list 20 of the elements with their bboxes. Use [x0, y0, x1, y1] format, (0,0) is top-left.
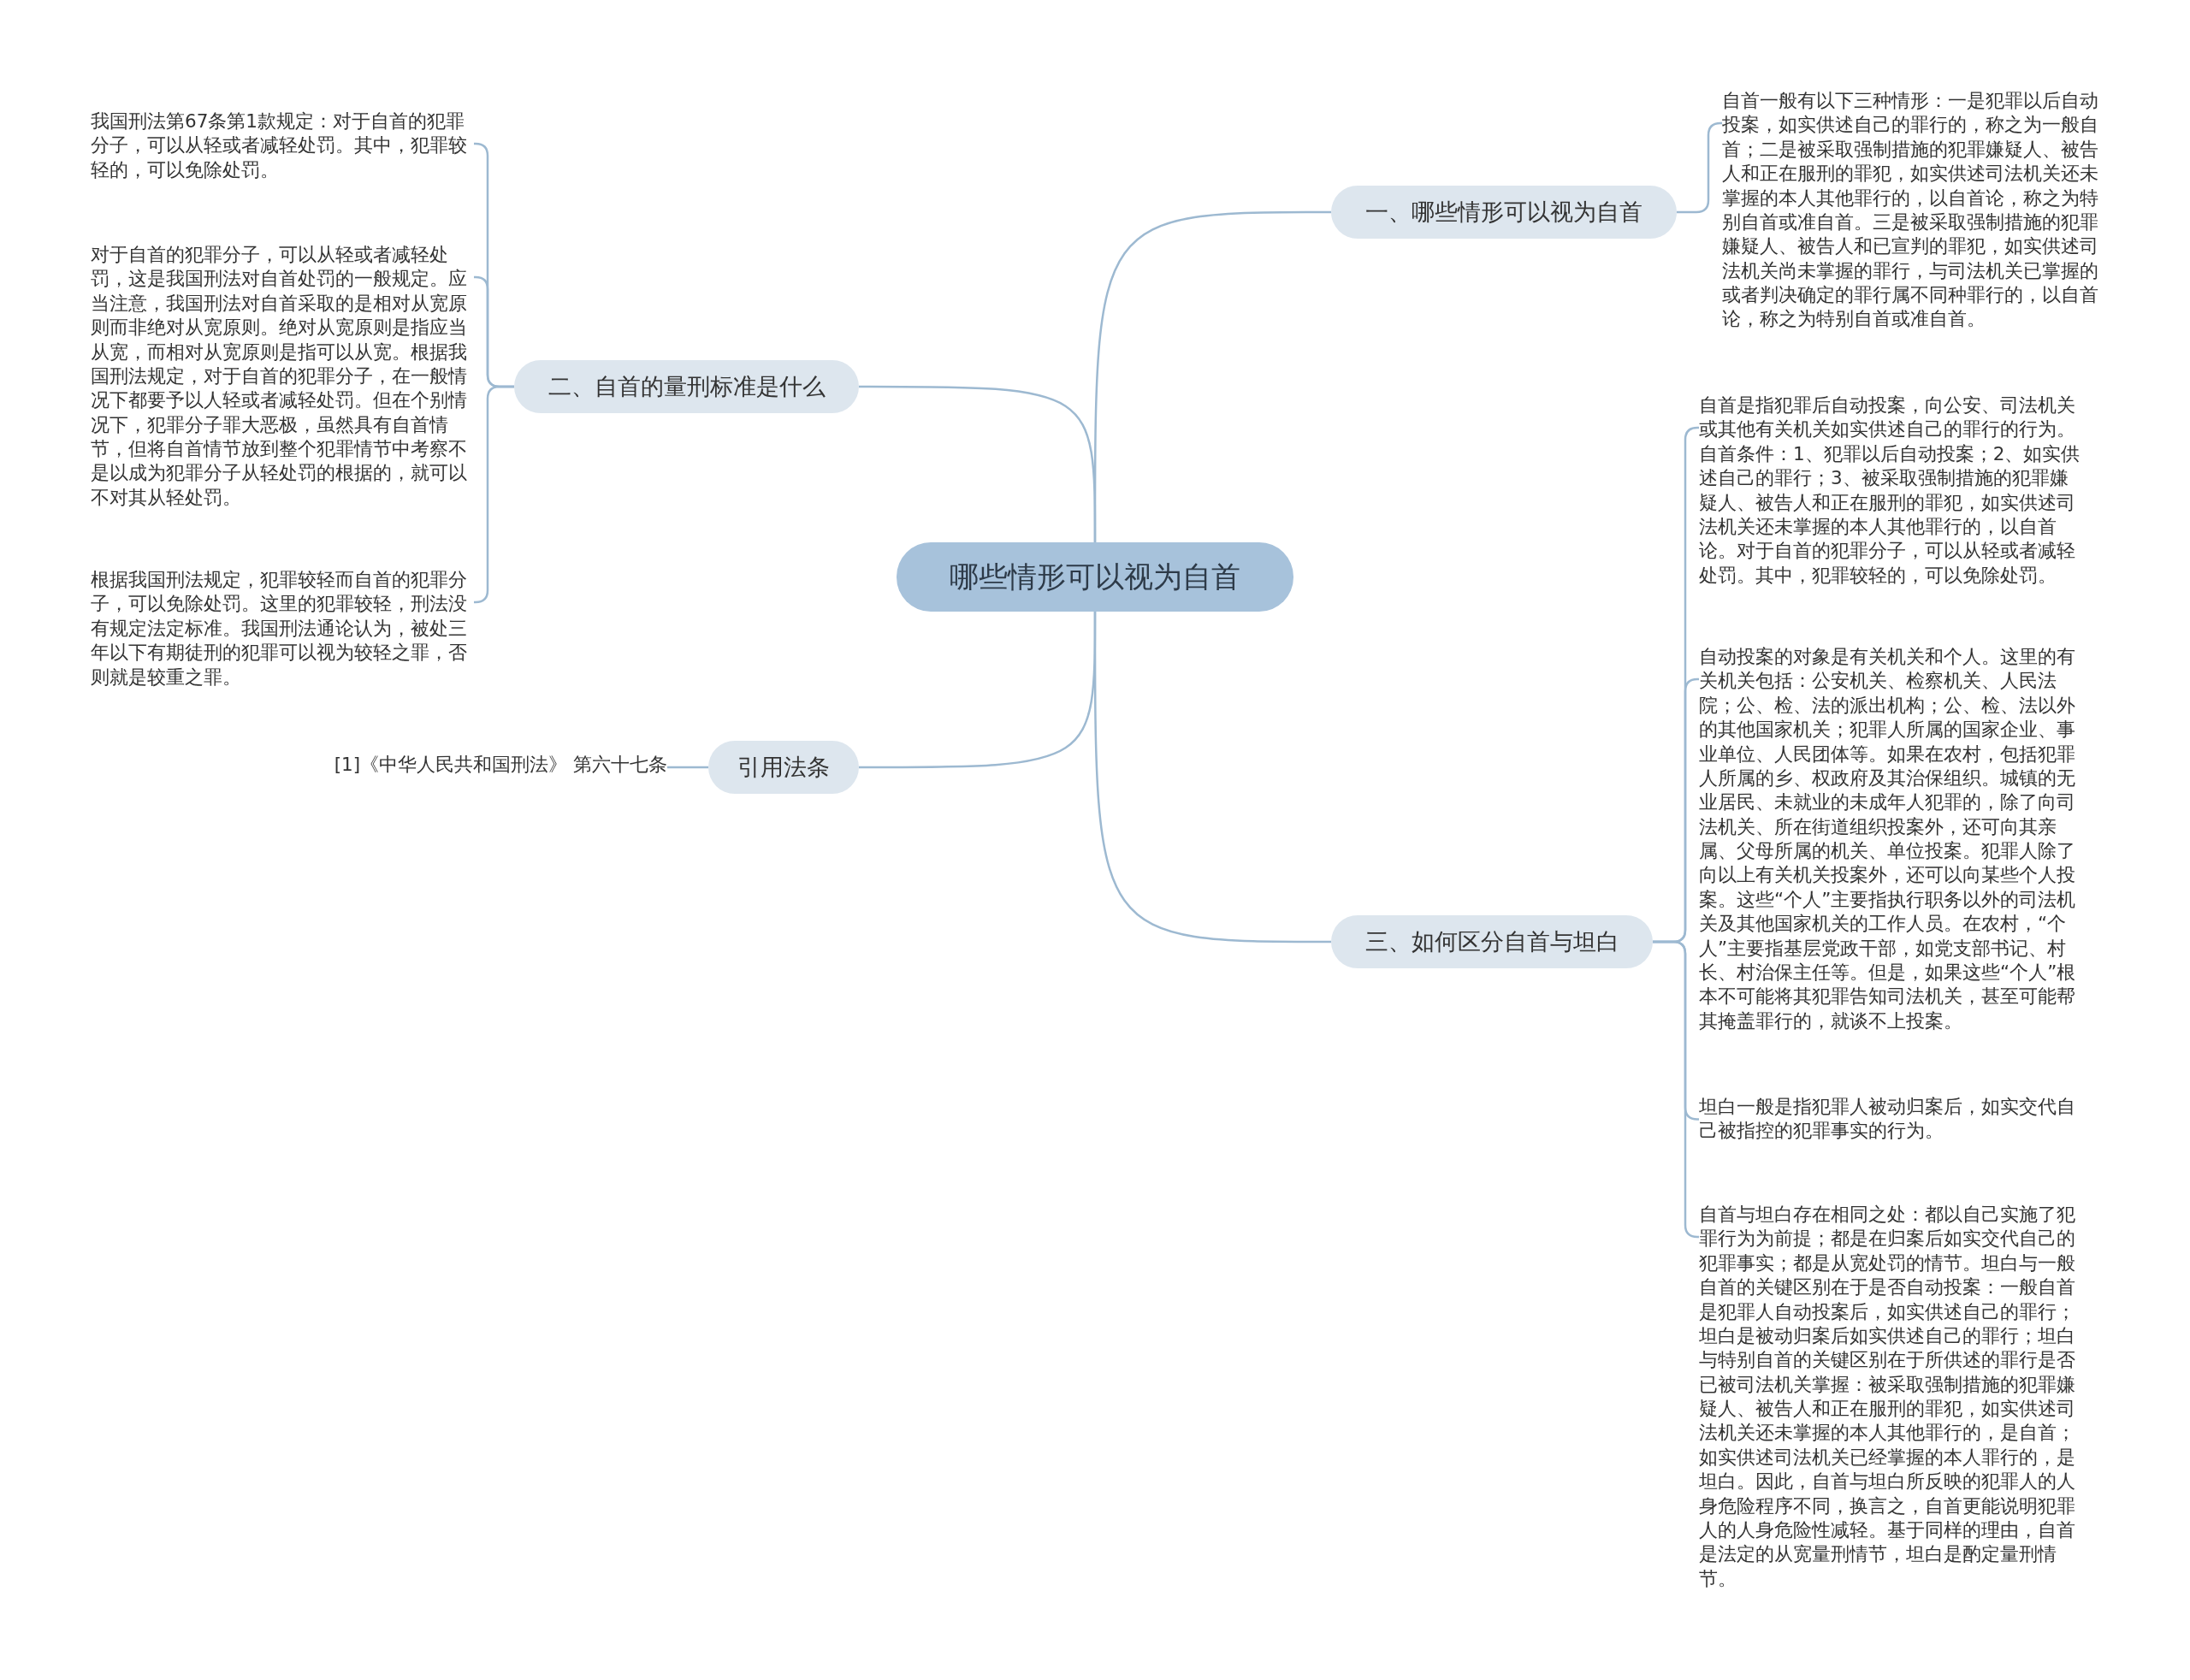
- note-text: 根据我国刑法规定，犯罪较轻而自首的犯罪分子，可以免除处罚。这里的犯罪较轻，刑法没有规定法定标准。我国刑法通论认为，被处三年以下有期徒刑的犯罪可以视为较轻之罪，否则就是较重之罪。: [91, 568, 474, 689]
- note-text: 坦白一般是指犯罪人被动归案后，如实交代自己被指控的犯罪事实的行为。: [1699, 1095, 2082, 1144]
- branch-topic: 二、自首的量刑标准是什么: [514, 360, 859, 413]
- branch-topic: 引用法条: [708, 741, 859, 794]
- note-text: 自首是指犯罪后自动投案，向公安、司法机关或其他有关机关如实供述自己的罪行的行为。自首条件：1、犯罪以后自动投案；2、如实供述自己的罪行；3、被采取强制措施的犯罪嫌疑人、被告人和正在服刑的罪犯，如实供述司法机关还未掌握的本人其他罪行的，以自首论。对于自首的犯罪分子，可以从轻或者减轻处罚。其中，犯罪较轻的，可以免除处罚。: [1699, 393, 2082, 588]
- central-topic: 哪些情形可以视为自首: [897, 542, 1293, 612]
- connector-line: [859, 385, 1097, 542]
- branch-topic: 一、哪些情形可以视为自首: [1331, 186, 1677, 239]
- connector-line: [474, 385, 514, 604]
- note-text: 自首一般有以下三种情形：一是犯罪以后自动投案，如实供述自己的罪行的，称之为一般自首；二是被采取强制措施的犯罪嫌疑人、被告人和正在服刑的罪犯，如实供述司法机关还未掌握的本人其他罪行的，以自首论，称之为特别自首或准自首。三是被采取强制措施的犯罪嫌疑人、被告人和已宣判的罪犯，如实供述司法机关尚未掌握的罪行，与司法机关已掌握的或者判决确定的罪行属不同种罪行的，以自首论，称之为特别自首或准自首。: [1722, 89, 2105, 332]
- connector-line: [667, 766, 708, 769]
- branch-topic: 三、如何区分自首与坦白: [1331, 915, 1653, 968]
- connector-line: [1677, 121, 1722, 214]
- connector-line: [1093, 612, 1331, 944]
- note-text: 自动投案的对象是有关机关和个人。这里的有关机关包括：公安机关、检察机关、人民法院；公、检、法的派出机构；公、检、法以外的其他国家机关；犯罪人所属的国家企业、事业单位、人民团体等。如果在农村，包括犯罪人所属的乡、权政府及其治保组织。城镇的无业居民、未就业的未成年人犯罪的，除了向司法机关、所在街道组织投案外，还可向其亲属、父母所属的机关、单位投案。犯罪人除了向以上有关机关投案外，还可以向某些个人投案。这些“个人”主要指执行职务以外的司法机关及其他国家机关的工作人员。在农村，“个人”主要指基层党政干部，如党支部书记、村长、村治保主任等。但是，如果这些“个人”根本不可能将其犯罪告知司法机关，甚至可能帮其掩盖罪行的，就谈不上投案。: [1699, 645, 2082, 1033]
- note-text: 自首与坦白存在相同之处：都以自己实施了犯罪行为为前提；都是在归案后如实交代自己的犯罪事实；都是从宽处罚的情节。坦白与一般自首的关键区别在于是否自动投案：一般自首是犯罪人自动投案后，如实供述自己的罪行；坦白是被动归案后如实供述自己的罪行；坦白与特别自首的关键区别在于所供述的罪行是否已被司法机关掌握：被采取强制措施的犯罪嫌疑人、被告人和正在服刑的罪犯，如实供述司法机关还未掌握的本人其他罪行的，是自首；如实供述司法机关已经掌握的本人罪行的，是坦白。因此，自首与坦白所反映的犯罪人的人身危险程序不同，换言之，自首更能说明犯罪人的人身危险性减轻。基于同样的理由，自首是法定的从宽量刑情节，坦白是酌定量刑情节。: [1699, 1203, 2082, 1591]
- note-text: 对于自首的犯罪分子，可以从轻或者减轻处罚，这是我国刑法对自首处罚的一般规定。应当注意，我国刑法对自首采取的是相对从宽原则而非绝对从宽原则。绝对从宽原则是指应当从宽，而相对从宽原则是指可以从宽。根据我国刑法规定，对于自首的犯罪分子，在一般情况下都要予以人轻或者减轻处罚。但在个别情况下，犯罪分子罪大恶极，虽然具有自首情节，但将自首情节放到整个犯罪情节中考察不是以成为犯罪分子从轻处罚的根据的，就可以不对其从轻处罚。: [91, 243, 474, 511]
- note-text: [1]《中华人民共和国刑法》 第六十七条: [317, 753, 667, 778]
- note-text: 我国刑法第67条第1款规定：对于自首的犯罪分子，可以从轻或者减轻处罚。其中，犯罪较轻的，可以免除处罚。: [91, 109, 474, 183]
- connector-line: [1653, 940, 1700, 1239]
